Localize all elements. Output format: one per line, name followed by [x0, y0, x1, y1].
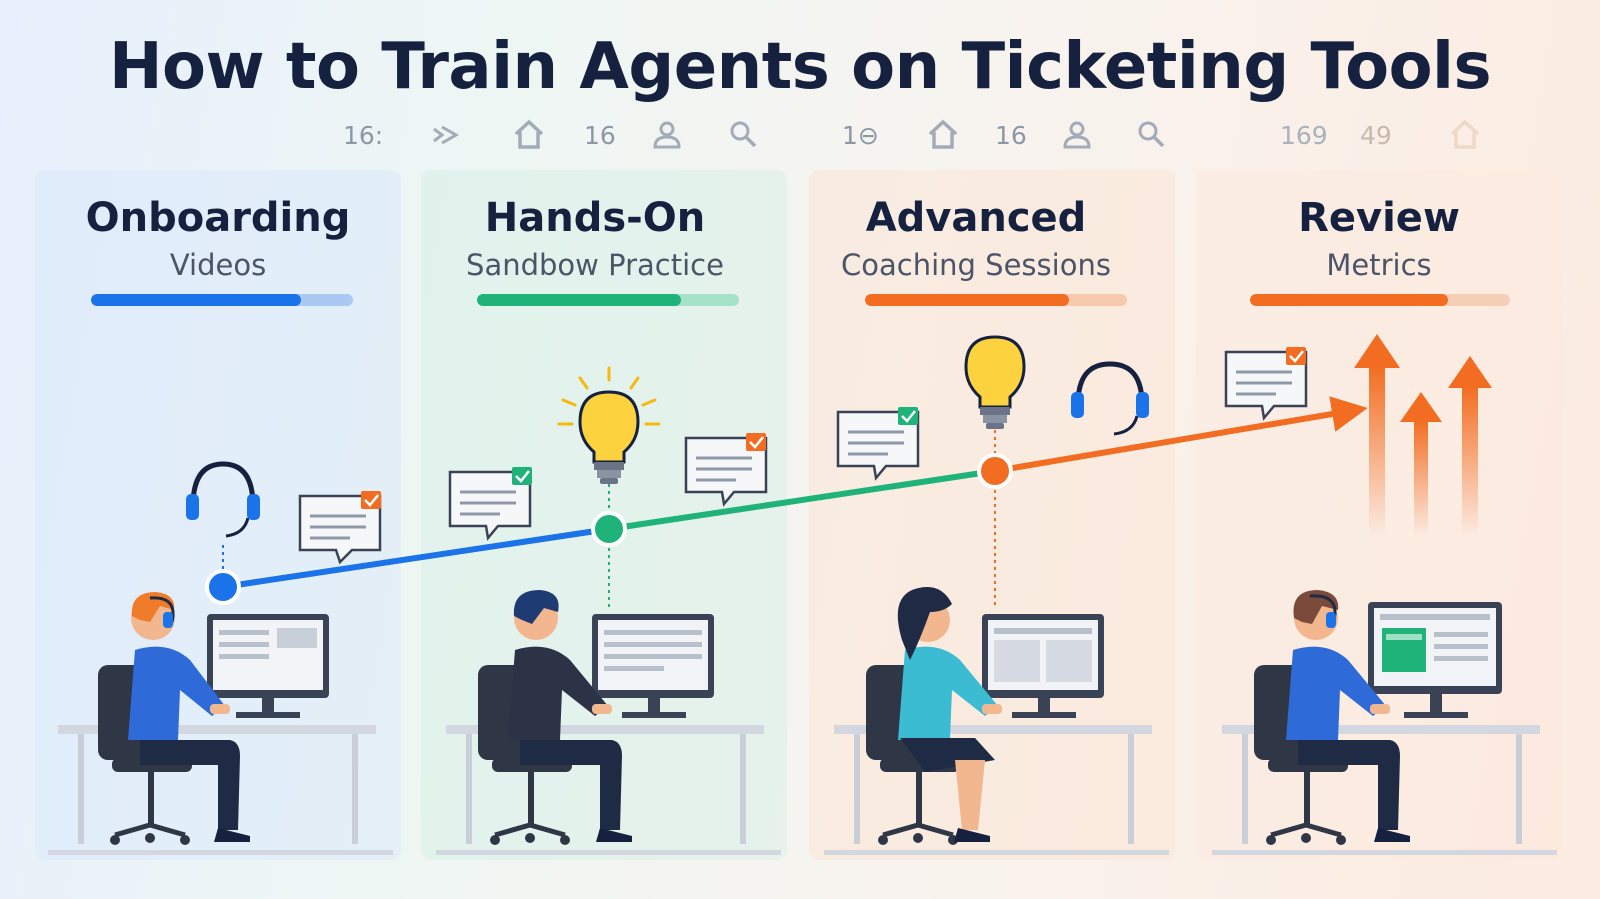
path-segment-blue	[220, 526, 612, 590]
strip-number: 1⊖	[842, 121, 879, 150]
strip-number: 16:	[343, 121, 384, 150]
search-icon	[730, 121, 757, 148]
headset-icon	[190, 461, 256, 538]
strip-number: 16	[995, 121, 1027, 150]
progress-fill	[1250, 294, 1448, 306]
progress-fill	[91, 294, 301, 306]
user-icon	[653, 121, 681, 149]
progress-fill	[477, 294, 682, 306]
agent-workstation	[1212, 590, 1557, 855]
path-segment-green	[606, 468, 998, 532]
ticket-card-icon	[298, 491, 382, 565]
page-title: How to Train Agents on Ticketing Tools	[108, 30, 1492, 104]
milestone-node	[205, 569, 241, 605]
progress-bar	[91, 294, 353, 306]
stage-title: Advanced	[865, 195, 1087, 241]
stage-subtitle: Metrics	[1326, 248, 1432, 282]
progress-bar	[477, 294, 739, 306]
search-icon	[1138, 121, 1165, 148]
agent-workstation	[48, 592, 393, 855]
stage-subtitle: Sandbow Practice	[466, 248, 724, 282]
lightbulb-icon	[557, 366, 661, 484]
stage-title: Onboarding	[85, 195, 351, 241]
ticket-card-icon	[836, 407, 920, 481]
stage-title: Hands-On	[484, 195, 706, 241]
milestone-node	[591, 511, 627, 547]
user-icon	[1063, 121, 1091, 149]
agent-workstation	[436, 590, 781, 855]
strip-number: 169	[1280, 121, 1328, 150]
icon-strip: 16: 16 1⊖ 16 169 49	[0, 115, 1600, 155]
strip-number: 16	[584, 121, 616, 150]
ticket-card-icon	[1224, 347, 1308, 421]
stage-subtitle: Videos	[169, 248, 267, 282]
progress-bar	[1250, 294, 1510, 306]
headset-icon	[1075, 361, 1145, 436]
home-icon	[514, 119, 544, 149]
stage-title: Review	[1298, 195, 1460, 241]
lightbulb-icon	[964, 335, 1026, 429]
ticket-card-icon	[448, 467, 532, 541]
link-icon	[433, 125, 460, 145]
growth-arrows-icon	[1354, 334, 1492, 536]
stage-subtitle: Coaching Sessions	[841, 248, 1111, 282]
progress-fill	[865, 294, 1070, 306]
home-icon	[1450, 119, 1480, 149]
progress-bar	[865, 294, 1127, 306]
ticket-card-icon	[684, 433, 768, 507]
path-segment-orange	[992, 396, 1368, 474]
strip-number: 49	[1360, 121, 1392, 150]
agent-workstation	[824, 587, 1169, 855]
home-icon	[928, 119, 958, 149]
milestone-node	[977, 453, 1013, 489]
